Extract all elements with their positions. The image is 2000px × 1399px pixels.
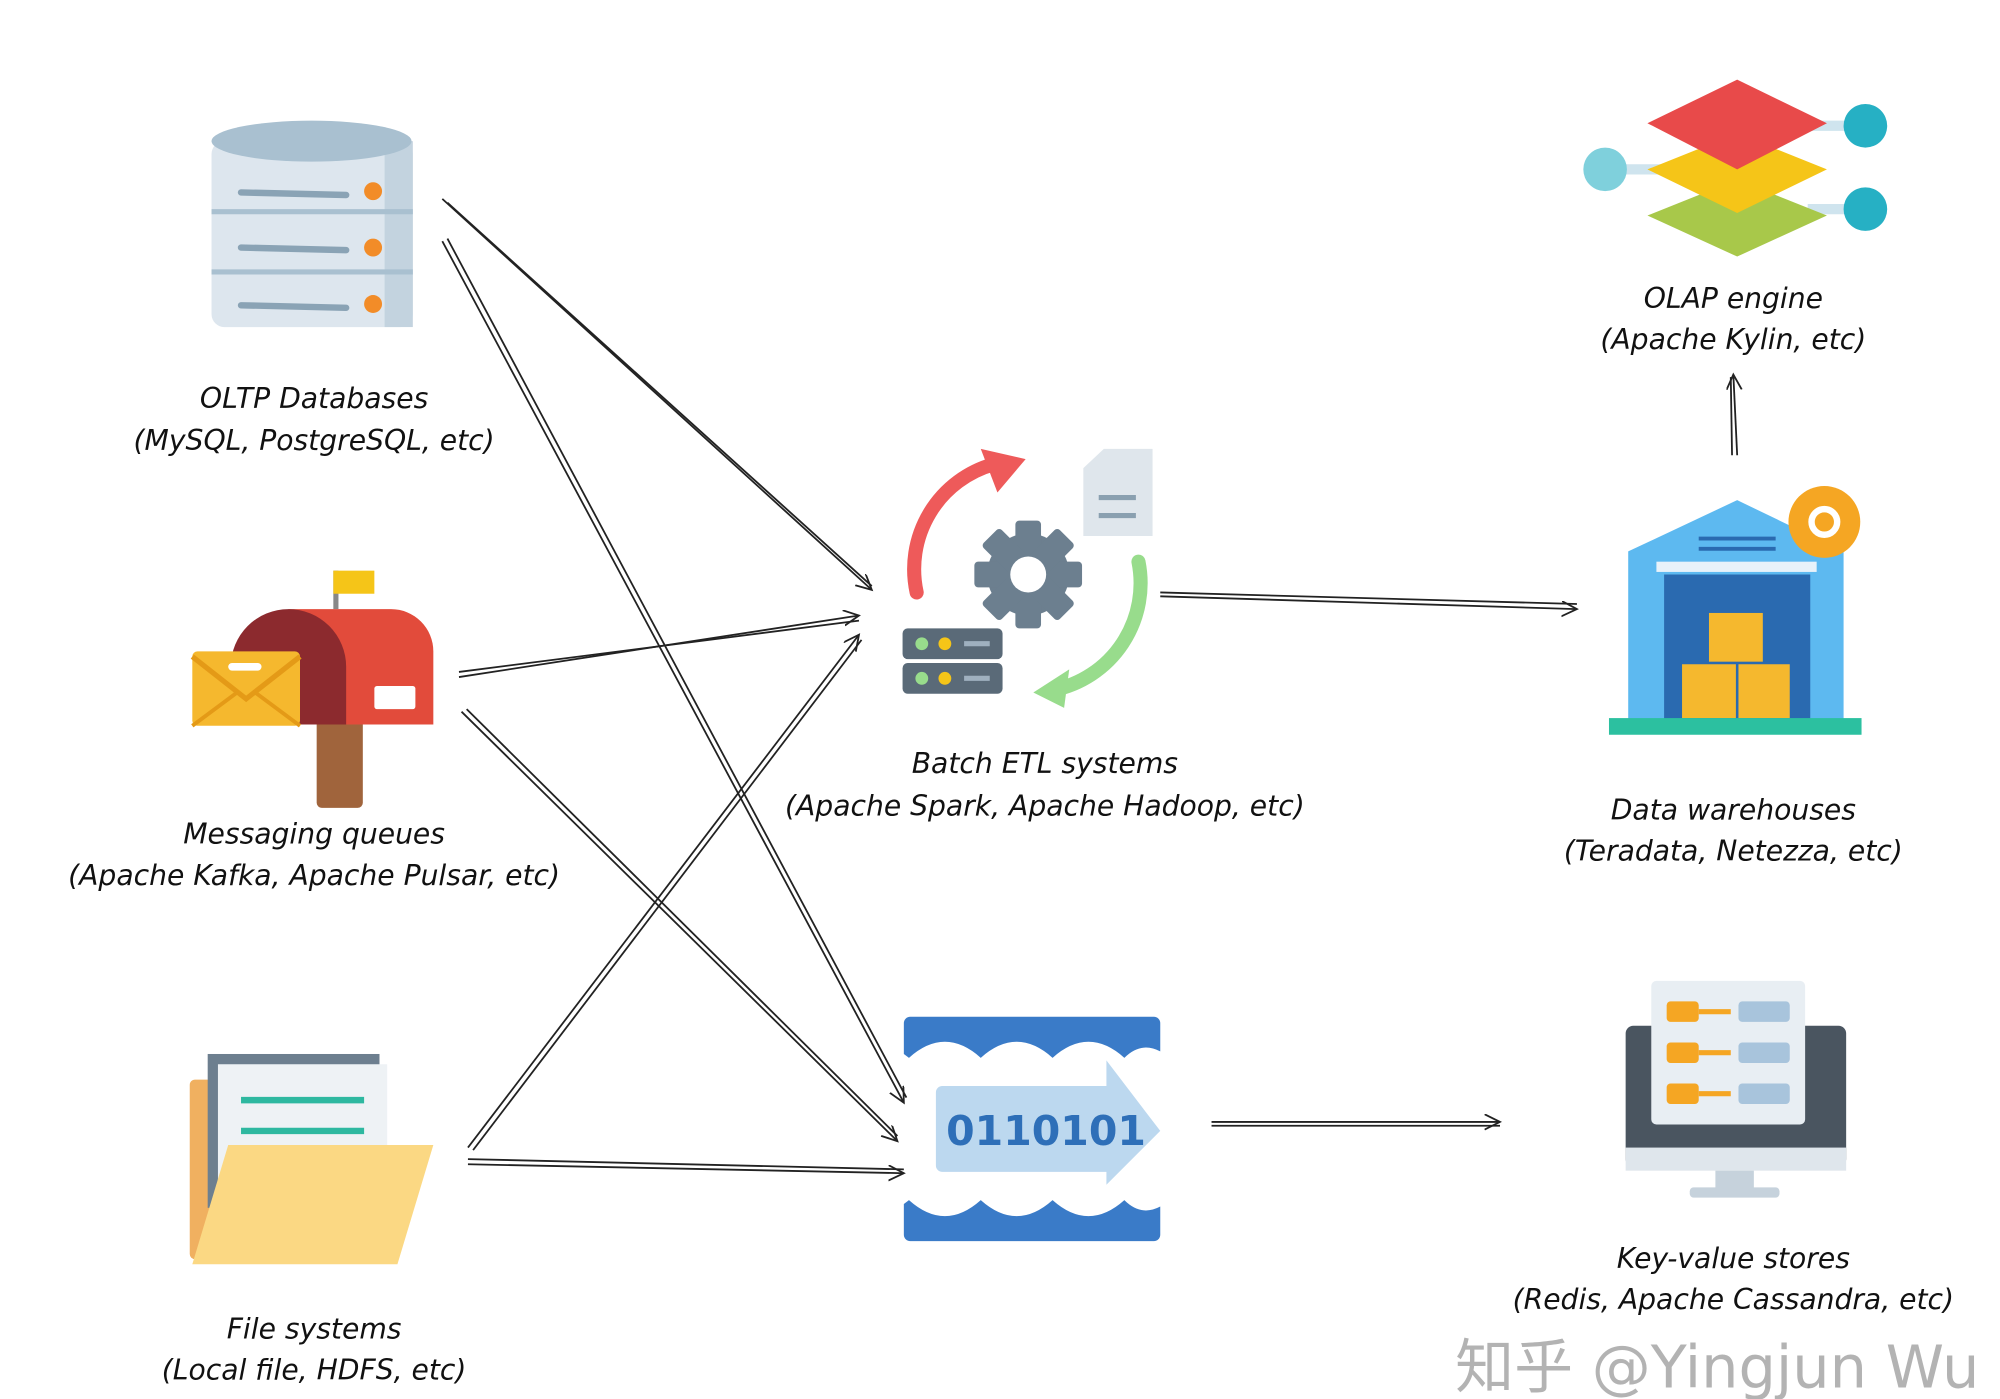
arrow-fs-to-stream — [467, 1163, 904, 1173]
arrows — [441, 198, 1737, 1173]
arrow-fs-to-etl — [467, 635, 859, 1149]
key-value-monitor-icon — [1625, 980, 1847, 1198]
olap-cube-icon — [1583, 79, 1888, 257]
arrow-etl-to-dw — [1160, 595, 1577, 609]
arrow-db-to-etl — [446, 202, 873, 587]
olap-detail: (Apache Kylin, etc) — [1600, 323, 1866, 356]
fs-detail: (Local file, HDFS, etc) — [162, 1354, 467, 1387]
arrow-dw-to-olap — [1733, 375, 1737, 456]
arrow-fs-to-etl — [472, 639, 863, 1151]
arrow-db-to-etl — [441, 198, 871, 590]
oltp-detail: (MySQL, PostgreSQL, etc) — [134, 424, 495, 457]
arrow-dw-to-olap — [1729, 377, 1733, 456]
kv-detail: (Redis, Apache Cassandra, etc) — [1513, 1283, 1954, 1316]
folder-icon — [189, 1053, 434, 1265]
warehouse-icon — [1608, 486, 1862, 735]
binary-text: 0110101 — [946, 1107, 1146, 1155]
arrow-mq-to-stream — [466, 708, 899, 1137]
olap-label: OLAP engine — [1644, 282, 1823, 315]
arrow-db-to-stream — [441, 240, 904, 1103]
mailbox-icon — [190, 570, 434, 808]
arrow-db-to-stream — [446, 238, 908, 1098]
etl-detail: (Apache Spark, Apache Hadoop, etc) — [785, 790, 1305, 823]
fs-label: File systems — [227, 1313, 402, 1346]
kv-label: Key-value stores — [1617, 1242, 1851, 1275]
mq-detail: (Apache Kafka, Apache Pulsar, etc) — [68, 859, 560, 892]
database-icon — [211, 120, 413, 328]
arrow-mq-to-stream — [460, 711, 898, 1141]
arrow-mq-to-etl — [458, 619, 860, 673]
dw-label: Data warehouses — [1611, 793, 1857, 826]
etl-label: Batch ETL systems — [912, 747, 1179, 780]
arrow-etl-to-dw — [1160, 591, 1577, 605]
etl-gear-icon — [902, 448, 1153, 708]
oltp-label: OLTP Databases — [200, 382, 429, 415]
watermark: 知乎 @Yingjun Wu — [1455, 1332, 1979, 1399]
stream-icon: 0110101 — [903, 1016, 1161, 1242]
dw-detail: (Teradata, Netezza, etc) — [1564, 834, 1903, 867]
mq-label: Messaging queues — [183, 818, 445, 851]
arrow-fs-to-stream — [467, 1158, 904, 1171]
